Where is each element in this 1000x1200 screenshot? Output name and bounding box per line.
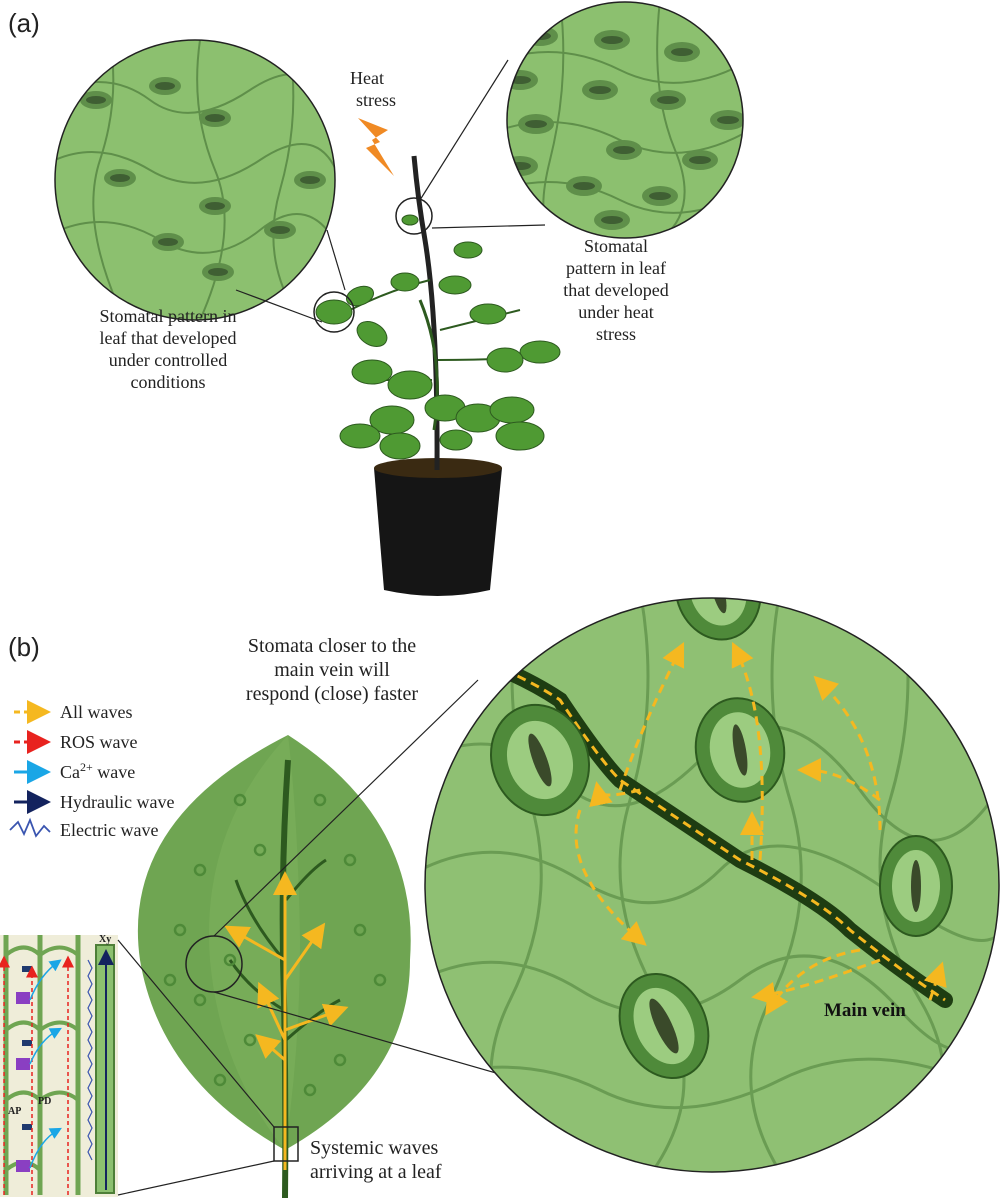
connector-line-right — [419, 59, 509, 201]
legend-electric: Electric wave — [60, 820, 158, 840]
heat-bolt-icon — [358, 118, 394, 176]
legend-electric-icon — [9, 817, 51, 838]
petiole-box — [273, 1126, 299, 1162]
right-caption-line: under heat — [578, 302, 653, 322]
leaf-illustration — [137, 735, 411, 1199]
left-caption-line: leaf that developed — [100, 328, 237, 348]
ap-label: AP — [8, 1106, 21, 1117]
left-caption-line: under controlled — [109, 350, 227, 370]
left-caption-line: Stomatal pattern in — [100, 306, 237, 326]
legend-ros: ROS wave — [60, 732, 138, 752]
legend-hydraulic: Hydraulic wave — [60, 792, 174, 812]
panel-b-label: (b) — [8, 632, 40, 662]
legend: All waves ROS wave Ca2+ wave Hydraulic w… — [9, 700, 174, 840]
heat-label: Heat — [350, 68, 384, 88]
main-vein-zoom: Main vein — [424, 597, 1000, 1173]
right-caption-line: stress — [596, 324, 636, 344]
systemic-label-line: Systemic waves — [310, 1137, 439, 1159]
connector-line-left — [326, 229, 346, 291]
legend-all-waves: All waves — [60, 702, 132, 722]
xylem-label: Xy — [99, 934, 111, 945]
zoom-origin-circle-right — [395, 197, 433, 235]
right-caption-line: pattern in leaf — [566, 258, 666, 278]
zoom-origin-circle-left — [313, 291, 355, 333]
plant-illustration — [313, 155, 561, 596]
controlled-stomata-zoom — [54, 39, 336, 321]
right-caption-line: that developed — [563, 280, 668, 300]
pd-label: PD — [38, 1096, 51, 1107]
tissue-inset: Xy AP PD — [0, 934, 118, 1197]
legend-ca: Ca2+ wave — [60, 760, 135, 782]
systemic-label-line: arriving at a leaf — [310, 1161, 442, 1183]
heat-stress-stomata-zoom — [506, 1, 744, 239]
panel-b-title-line: main vein will — [274, 659, 390, 681]
stress-label: stress — [356, 90, 396, 110]
left-caption-line: conditions — [131, 372, 206, 392]
panel-a-label: (a) — [8, 8, 40, 38]
main-vein-label: Main vein — [824, 1000, 906, 1021]
panel-b-title-line: Stomata closer to the — [248, 635, 416, 657]
right-caption-line: Stomatal — [584, 236, 648, 256]
panel-b-title-line: respond (close) faster — [246, 683, 418, 705]
